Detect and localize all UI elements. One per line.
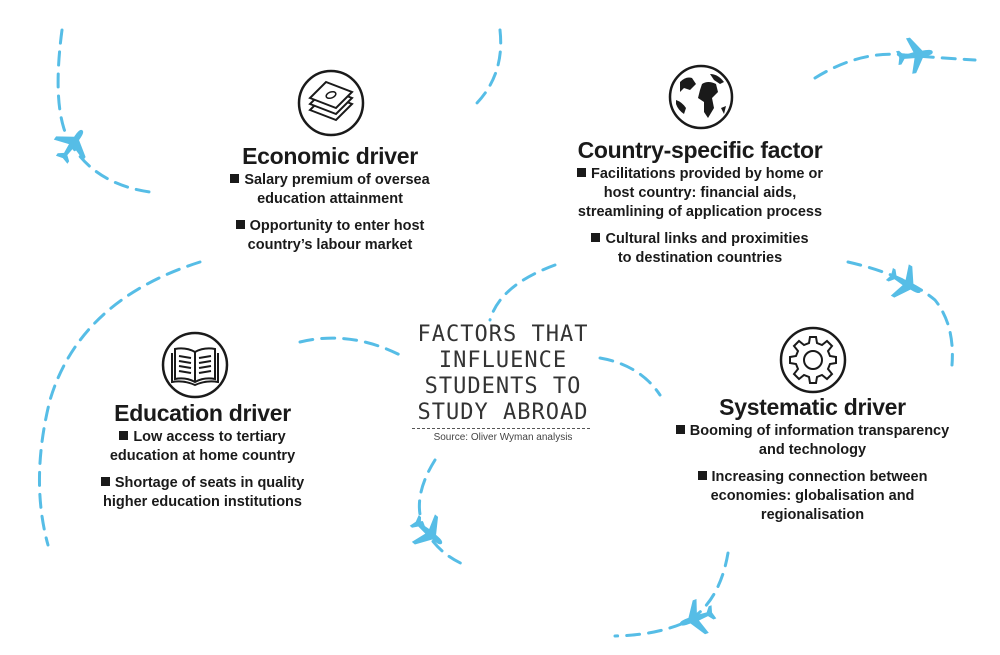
education-bullet: Shortage of seats in quality higher educ… [75, 474, 330, 512]
airplane-icon [679, 599, 717, 635]
bullet-text: host country: financial aids, [603, 185, 797, 201]
airplane-icon [885, 264, 921, 298]
bullet-text: to destination countries [617, 250, 783, 266]
systematic-driver-block: Systematic driver Booming of information… [660, 394, 965, 533]
money-stack-icon [297, 69, 365, 137]
flight-path [613, 551, 730, 638]
flight-path [813, 52, 977, 80]
education-bullet: Low access to tertiary education at home… [75, 428, 330, 466]
bullet-text: regionalisation [760, 507, 865, 523]
bullet-square-icon [119, 431, 129, 440]
airplane-icon [896, 37, 933, 74]
title-divider [412, 428, 590, 429]
book-icon [161, 331, 229, 399]
bullet-text: Opportunity to enter host [249, 218, 425, 234]
title-line: STUDENTS TO [424, 374, 582, 399]
bullet-text: Salary premium of oversea [244, 172, 430, 188]
bullet-text: and technology [758, 442, 867, 458]
country-factor-heading: Country-specific factor [577, 137, 823, 163]
source-note: Source: Oliver Wyman analysis [433, 432, 573, 443]
title-line: STUDY ABROAD [417, 400, 589, 425]
economic-driver-block: Economic driver Salary premium of overse… [200, 143, 460, 263]
bullet-text: Cultural links and proximities [605, 231, 809, 247]
bullet-text: Increasing connection between [711, 469, 928, 485]
country-bullet: Cultural links and proximities to destin… [545, 230, 855, 268]
bullet-text: Low access to tertiary [133, 429, 286, 445]
flight-path [846, 260, 954, 367]
bullet-square-icon [230, 174, 240, 183]
flight-path [598, 356, 662, 397]
country-factor-block: Country-specific factor Facilitations pr… [545, 137, 855, 276]
economic-driver-heading: Economic driver [242, 143, 418, 169]
bullet-square-icon [591, 233, 601, 242]
flight-path [298, 336, 402, 357]
economic-bullet: Salary premium of oversea education atta… [200, 171, 460, 209]
bullet-text: education attainment [257, 191, 403, 207]
systematic-bullet: Increasing connection between economies:… [660, 468, 965, 525]
flight-path [473, 28, 503, 107]
country-bullet: Facilitations provided by home or host c… [545, 165, 855, 222]
flight-path [37, 260, 202, 547]
gear-icon [779, 326, 847, 394]
title-line: FACTORS THAT [417, 322, 589, 347]
flight-path [488, 263, 557, 322]
globe-icon [668, 64, 734, 130]
bullet-square-icon [697, 471, 707, 480]
education-driver-heading: Education driver [114, 400, 291, 426]
flight-path [56, 28, 152, 194]
bullet-square-icon [576, 168, 586, 177]
bullet-text: streamlining of application process [577, 204, 823, 220]
bullet-text: country’s labour market [247, 237, 413, 253]
airplane-icon [409, 514, 443, 545]
systematic-bullet: Booming of information transparency and … [660, 422, 965, 460]
diagram-title: FACTORS THAT INFLUENCE STUDENTS TO STUDY… [408, 322, 598, 426]
bullet-square-icon [675, 425, 685, 434]
bullet-text: Shortage of seats in quality [114, 475, 305, 491]
economic-bullet: Opportunity to enter host country’s labo… [200, 217, 460, 255]
bullet-square-icon [100, 477, 110, 486]
systematic-driver-heading: Systematic driver [719, 394, 906, 420]
bullet-text: Facilitations provided by home or [590, 166, 824, 182]
flight-path [417, 458, 467, 567]
bullet-text: higher education institutions [103, 494, 302, 510]
bullet-text: economies: globalisation and [710, 488, 915, 504]
title-line: INFLUENCE [438, 348, 568, 373]
education-driver-block: Education driver Low access to tertiary … [75, 400, 330, 520]
bullet-text: Booming of information transparency [689, 423, 950, 439]
airplane-icon [53, 129, 86, 164]
bullet-text: education at home country [109, 448, 296, 464]
bullet-square-icon [235, 220, 245, 229]
